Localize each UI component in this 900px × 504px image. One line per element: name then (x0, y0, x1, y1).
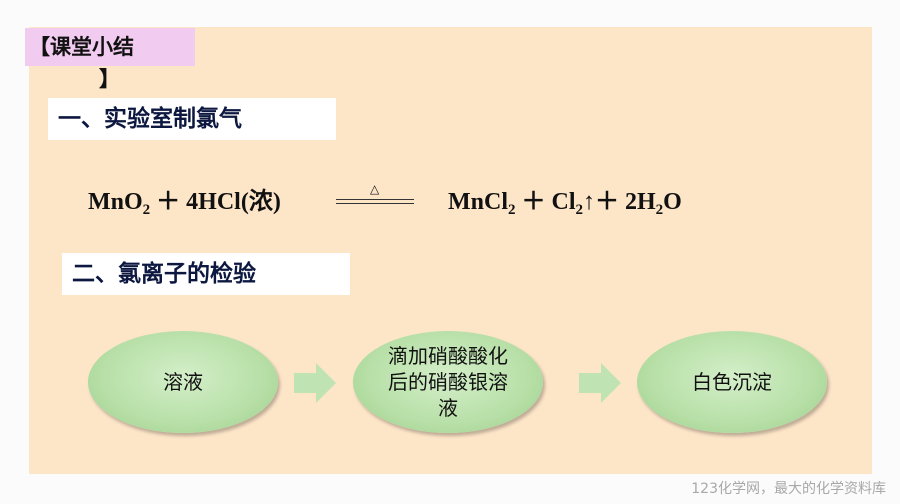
flow-step-reagent: 滴加硝酸酸化后的硝酸银溶液 (353, 331, 543, 433)
product-cl-subscript: 2 (575, 202, 584, 218)
product-mncl-subscript: 2 (508, 202, 516, 218)
equals-line-bottom (336, 203, 414, 204)
reactant-mno: MnO (88, 189, 143, 215)
flow-step-reagent-label: 滴加硝酸酸化后的硝酸银溶液 (388, 344, 508, 420)
site-watermark: 123化学网，最大的化学资料库 (691, 481, 886, 497)
product-mncl: MnCl (448, 189, 508, 215)
equation-products: MnCl2 ＋ Cl2↑＋ 2H2O (448, 184, 682, 220)
reactant-mno-subscript: 2 (142, 202, 151, 218)
flow-step-solution: 溶液 (88, 331, 278, 433)
flow-arrow-icon (579, 363, 621, 403)
flow-arrow-icon (294, 363, 336, 403)
heading-chlorine-prep: 一、实验室制氯气 (48, 98, 336, 140)
product-o: O (663, 189, 682, 215)
flow-step-precipitate: 白色沉淀 (637, 331, 827, 433)
reactant-hcl: ＋ 4HCl(浓) (150, 189, 281, 215)
product-h: ↑＋ 2H (583, 189, 656, 215)
heat-triangle-icon: △ (370, 182, 380, 196)
summary-tag-bracket: 】 (99, 67, 120, 91)
summary-tag-text: 【课堂小结 (29, 35, 134, 59)
equals-line-top (336, 199, 414, 200)
heading-chloride-test: 二、氯离子的检验 (62, 253, 350, 295)
summary-tag: 【课堂小结 】 (25, 28, 195, 91)
flow-step-precipitate-label: 白色沉淀 (692, 370, 772, 394)
product-h-subscript: 2 (655, 202, 664, 218)
reaction-condition: △ (336, 182, 414, 212)
flow-step-solution-label: 溶液 (163, 370, 203, 394)
product-cl: ＋ Cl (515, 189, 576, 215)
equation-reactants: MnO2 ＋ 4HCl(浓) (88, 184, 281, 220)
